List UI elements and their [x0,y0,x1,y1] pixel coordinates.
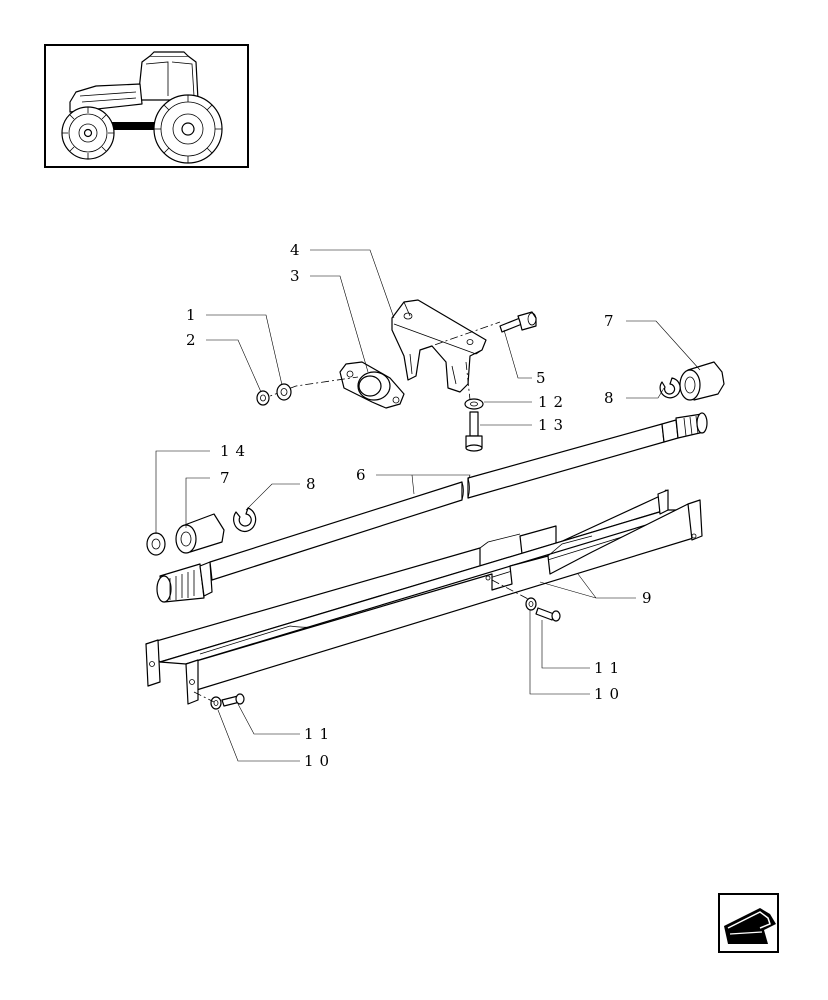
coupling-sleeve-left [175,513,225,554]
callout-8-right: 8 [604,389,620,407]
bolt-11-right [535,607,561,622]
bolt-11-left [221,693,245,707]
washer-1 [276,383,292,401]
callout-11-right: 11 [594,659,625,677]
callout-8-left: 8 [306,475,322,493]
back-arrow-icon[interactable] [718,893,779,953]
callout-10-left: 10 [304,752,335,770]
drive-shaft [156,412,708,603]
callout-14: 14 [220,442,251,460]
flange-bearing [339,361,405,409]
washer-14 [146,532,166,556]
callout-12: 12 [538,393,569,411]
callout-6: 6 [356,466,372,484]
callout-4: 4 [290,241,306,259]
shaft-guard [145,489,703,705]
callout-7-right: 7 [604,312,620,330]
callout-11-left: 11 [304,725,335,743]
washer-2 [256,390,270,406]
callout-10-right: 10 [594,685,625,703]
callout-13: 13 [538,416,569,434]
coupling-sleeve-right [679,361,725,401]
circlip-right [659,377,681,399]
callout-9: 9 [642,589,658,607]
bolt-13 [465,411,483,452]
bolt-5 [499,311,537,333]
callout-2: 2 [186,331,202,349]
callout-1: 1 [186,306,202,324]
washer-12 [464,398,484,410]
callout-5: 5 [536,369,552,387]
support-bracket [391,299,487,393]
washer-10-left [210,696,222,710]
tractor-thumbnail-icon[interactable] [44,44,249,168]
leader-lines [155,249,701,762]
washer-10-right [525,597,537,611]
callout-7-left: 7 [220,469,236,487]
callout-3: 3 [290,267,306,285]
circlip-left [233,507,257,532]
callout-labels: 4 3 1 2 5 7 8 12 13 14 7 8 6 9 11 10 11 … [186,241,658,770]
